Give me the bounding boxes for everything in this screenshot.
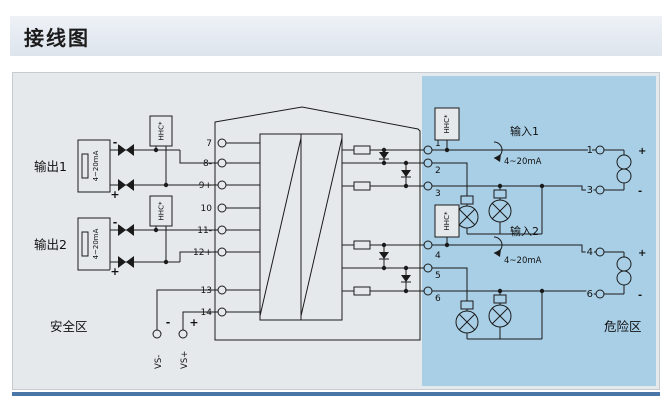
output2-pos-sign: +: [110, 265, 119, 278]
transmitter-icon: [488, 291, 512, 339]
bowtie-connector-icon: [118, 179, 126, 191]
source2-top-terminal-label: 4: [587, 247, 593, 258]
terminal-4-label: 4: [435, 251, 441, 261]
bowtie-connector-icon: [126, 224, 134, 236]
hhc-label: HHC*: [443, 114, 451, 133]
vs-pos-terminal: [178, 329, 188, 339]
page-title: 接线图: [24, 25, 90, 50]
terminal-12-label: 12+: [193, 248, 212, 258]
isolation-amplifier-symbol: [259, 133, 343, 321]
terminal-14-label: 14: [201, 308, 213, 318]
vs-neg-terminal: [152, 329, 162, 339]
output2-neg-sign: -: [113, 216, 118, 229]
diode-icon: [379, 252, 389, 259]
resistor-symbol: [353, 286, 371, 296]
wiring-diagram: 7 8- 9+ 10 11- 12+ 13 14 4~20mA 输出1: [12, 72, 660, 390]
signal-source-group1: 1 3 + -: [585, 144, 648, 199]
loop-arrow-icon: [494, 154, 501, 162]
terminal-1-label: 1: [435, 139, 441, 149]
hhc-box: [149, 115, 173, 147]
bowtie-connector-icon: [126, 256, 134, 268]
source1-neg-sign: -: [638, 186, 642, 197]
terminal-8-label: 8-: [203, 159, 212, 169]
signal-source-group2: 4 6 + -: [585, 246, 648, 303]
power-supply-circuit: - + VS- VS+: [152, 289, 218, 369]
bowtie-connector-icon: [118, 224, 126, 236]
output1-load-box: [77, 139, 111, 193]
terminal-7-label: 7: [206, 139, 212, 149]
source2-neg-sign: -: [638, 290, 642, 301]
terminal-11-label: 11-: [197, 226, 212, 236]
transmitter-icon: [488, 186, 512, 234]
input1-circuit: HHC* 输入1 4~20mA: [432, 107, 596, 235]
resistor-symbol: [353, 145, 371, 155]
bowtie-connector-icon: [118, 256, 126, 268]
hazard-zone-area: [422, 76, 656, 386]
resistor-symbol: [353, 240, 371, 250]
terminal-9-label: 9+: [199, 181, 212, 191]
terminal-2-label: 2: [435, 166, 441, 176]
bowtie-connector-icon: [126, 179, 134, 191]
diode-icon: [379, 152, 389, 159]
terminal-3-label: 3: [435, 189, 441, 199]
input2-range-label: 4~20mA: [504, 256, 542, 266]
bowtie-connector-icon: [126, 144, 134, 156]
input1-range-label: 4~20mA: [504, 157, 542, 167]
output2-load-box: [77, 217, 111, 271]
source1-bottom-terminal-label: 3: [587, 185, 593, 196]
output2-circuit: 4~20mA 输出2 - + HHC*: [34, 195, 218, 280]
input2-circuit: HHC* 输入2 4~20mA: [432, 204, 596, 340]
output1-pos-sign: +: [110, 188, 119, 201]
source2-pos-sign: +: [638, 248, 646, 259]
hhc-label: HHC*: [158, 201, 166, 220]
input1-label: 输入1: [510, 124, 539, 138]
safe-zone-label: 安全区: [50, 319, 88, 334]
output1-neg-sign: -: [113, 136, 118, 149]
terminal-5-label: 5: [435, 271, 441, 281]
isolator-device-outline: [214, 106, 421, 341]
vs-pos-label: VS+: [180, 351, 190, 369]
vs-pos-sign: +: [189, 316, 198, 329]
diode-icon: [401, 275, 411, 282]
bowtie-connector-icon: [118, 144, 126, 156]
bottom-accent-bar: [12, 392, 660, 396]
vs-neg-sign: -: [166, 316, 171, 329]
resistor-symbol: [81, 153, 89, 179]
output1-circuit: 4~20mA 输出1 - + HHC*: [34, 115, 218, 203]
source1-top-terminal-label: 1: [587, 145, 593, 156]
hhc-box: [434, 204, 460, 238]
transmitter-icon: [455, 300, 479, 339]
hhc-box: [149, 195, 173, 227]
loop-arrow-icon: [494, 249, 501, 257]
internal-components-channel2: [353, 240, 411, 296]
output2-range-label: 4~20mA: [92, 228, 100, 259]
internal-components-channel1: [353, 145, 411, 191]
output2-label: 输出2: [34, 237, 67, 252]
hazard-zone-label: 危险区: [604, 319, 642, 334]
section-title-bar: 接线图: [10, 16, 662, 56]
source2-bottom-terminal-label: 6: [587, 289, 593, 300]
terminal-13-label: 13: [201, 286, 212, 296]
internal-wires-left: [226, 142, 260, 313]
output1-label: 输出1: [34, 159, 67, 174]
terminal-6-label: 6: [435, 294, 441, 304]
hhc-label: HHC*: [158, 121, 166, 140]
hhc-box: [434, 107, 460, 141]
input2-label: 输入2: [510, 224, 539, 238]
right-terminal-block: 1 2 3 4 5 6: [423, 138, 443, 306]
resistor-symbol: [353, 181, 371, 191]
resistor-symbol: [81, 231, 89, 257]
terminal-10-label: 10: [201, 204, 213, 214]
hhc-label: HHC*: [443, 211, 451, 230]
vs-neg-label: VS-: [154, 355, 164, 369]
output1-range-label: 4~20mA: [92, 150, 100, 181]
diode-icon: [401, 170, 411, 177]
transmitter-icon: [455, 195, 479, 234]
source1-pos-sign: +: [638, 146, 646, 157]
